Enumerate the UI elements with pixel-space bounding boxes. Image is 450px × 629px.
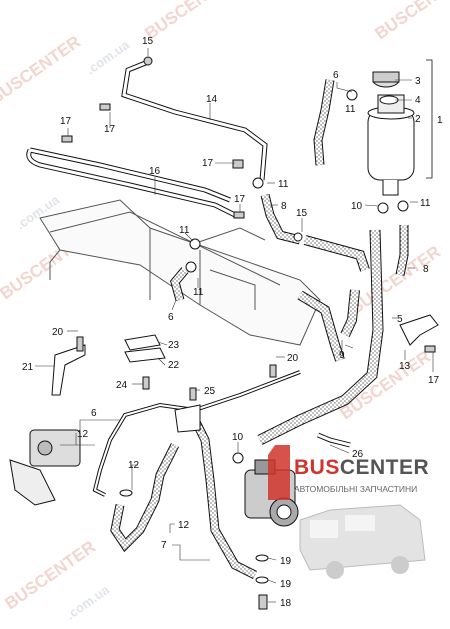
callout-19: 19 [280, 556, 292, 567]
callout-23: 23 [168, 340, 180, 351]
callout-9: 9 [339, 350, 345, 361]
cooling-pipe-16 [26, 147, 237, 218]
logo-center: CENTER [339, 456, 430, 479]
callout-11: 11 [278, 179, 289, 190]
watermark-text: BUSCENTER [141, 0, 239, 43]
callout-6: 6 [333, 70, 339, 81]
callout-15: 15 [142, 36, 154, 47]
callout-17: 17 [60, 116, 72, 127]
hose-8-upper [260, 193, 302, 245]
callout-11: 11 [345, 104, 356, 115]
callout-20: 20 [287, 353, 299, 364]
callout-10: 10 [232, 432, 244, 443]
callout-12: 12 [77, 429, 89, 440]
callout-12: 12 [128, 460, 140, 471]
callout-4: 4 [415, 95, 421, 106]
leader-lines [35, 48, 434, 603]
watermark-text: BUSCENTER [371, 0, 450, 43]
callout-10: 10 [351, 201, 363, 212]
steering-gear [9, 429, 81, 506]
logo-bus: BUS [294, 456, 340, 479]
return-hose-6 [313, 79, 335, 166]
callout-labels: 15 17 14 6 11 3 4 1 2 17 16 17 11 8 10 1… [22, 36, 443, 609]
callout-17: 17 [234, 194, 246, 205]
callout-25: 25 [204, 386, 216, 397]
watermark-text: BUSCENTER [0, 32, 84, 108]
callout-24: 24 [116, 380, 128, 391]
logo-wordmark: BUSCENTER [294, 456, 429, 480]
watermark-text: BUSCENTER [336, 347, 434, 423]
callout-11: 11 [420, 198, 431, 209]
callout-1: 1 [437, 115, 443, 126]
callout-19: 19 [280, 579, 292, 590]
callout-17: 17 [428, 375, 440, 386]
callout-22: 22 [168, 360, 180, 371]
hose-5 [257, 229, 384, 445]
callout-11: 11 [179, 225, 190, 236]
callout-2: 2 [415, 114, 421, 125]
callout-17: 17 [202, 158, 214, 169]
callout-7: 7 [161, 540, 167, 551]
bolts [61, 103, 436, 610]
callout-6: 6 [91, 408, 97, 419]
callout-17: 17 [104, 124, 116, 135]
mounting-brackets [51, 314, 439, 433]
callout-14: 14 [206, 94, 218, 105]
hose-6-lower [170, 267, 189, 302]
callout-11: 11 [193, 287, 204, 298]
pressure-line-12 [92, 370, 351, 580]
callout-18: 18 [280, 598, 292, 609]
callout-8: 8 [281, 201, 287, 212]
callout-15: 15 [296, 208, 308, 219]
logo-bus-graphic [268, 445, 426, 579]
callout-26: 26 [352, 449, 364, 460]
pressure-line-14 [121, 56, 268, 181]
hose-8-right [395, 225, 409, 276]
hose-9 [297, 235, 370, 362]
callout-5: 5 [397, 314, 403, 325]
callout-21: 21 [22, 362, 34, 373]
callout-20: 20 [52, 327, 64, 338]
fluid-reservoir [367, 59, 433, 196]
watermark-domain: .com.ua [63, 582, 112, 623]
hose-clamps [185, 89, 409, 464]
callout-12: 12 [178, 520, 190, 531]
callout-3: 3 [415, 76, 421, 87]
callout-8: 8 [423, 264, 429, 275]
logo-subtitle: АВТОМОБІЛЬНІ ЗАПЧАСТИНИ [294, 484, 418, 494]
callout-6: 6 [168, 312, 174, 323]
callout-13: 13 [399, 361, 411, 372]
callout-16: 16 [149, 166, 161, 177]
watermark-domain: .com.ua [83, 37, 132, 78]
